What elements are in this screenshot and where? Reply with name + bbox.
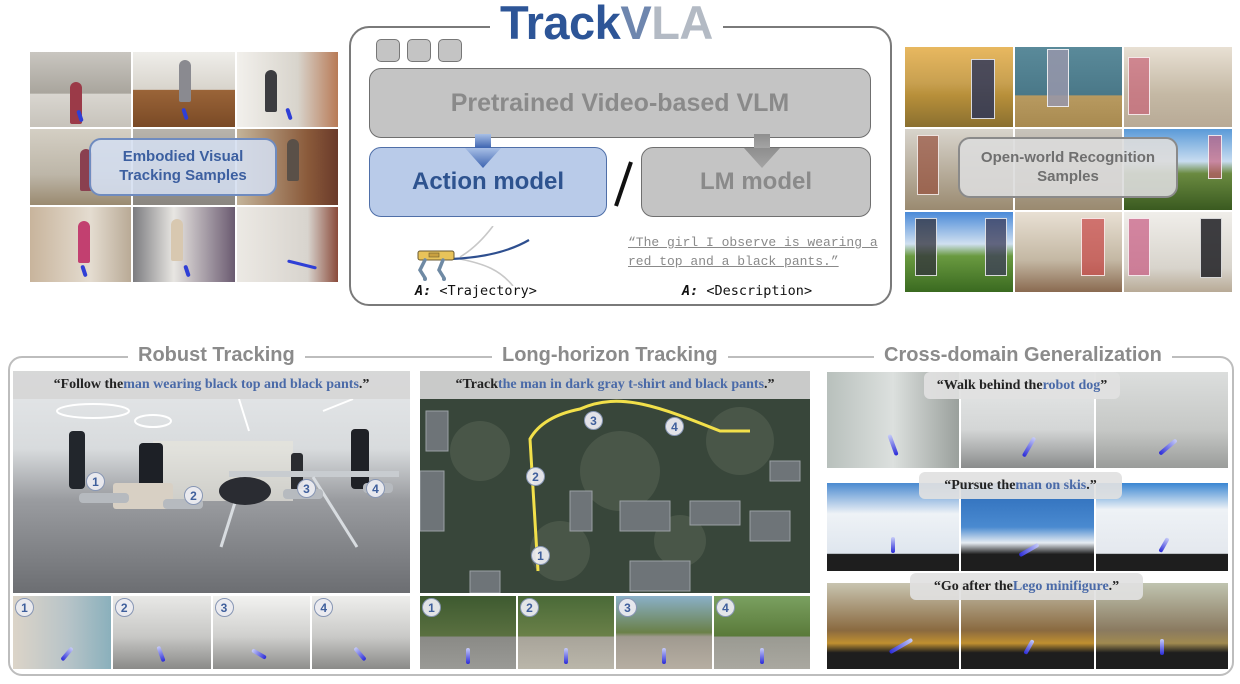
section-title-robust-tracking: Robust Tracking <box>128 344 305 367</box>
window-square-icon <box>376 39 400 62</box>
trajectory-output-label: A: <Trajectory> <box>415 283 537 299</box>
satellite-map <box>420 371 810 593</box>
robust-tracking-scene: “Follow the man wearing black top and bl… <box>13 371 410 593</box>
frame-badge: 4 <box>314 598 334 617</box>
title-part-v: V <box>620 0 652 49</box>
skier-instruction: “Pursue the man on skis.” <box>919 472 1122 499</box>
sample-tile <box>1014 47 1123 128</box>
window-square-icon <box>438 39 462 62</box>
frame-badge: 2 <box>114 598 134 617</box>
robot-dog-trajectory-icon <box>417 226 530 286</box>
marker-badge-1: 1 <box>86 472 105 491</box>
ego-frame: 2 <box>518 596 614 669</box>
waypoint-badge-1: 1 <box>531 546 550 565</box>
frame-badge: 2 <box>520 598 539 617</box>
ego-frame: 2 <box>112 596 211 669</box>
sample-tile <box>236 52 338 128</box>
sample-tile <box>30 206 132 282</box>
waypoint-badge-3: 3 <box>584 411 603 430</box>
sample-tile <box>1124 211 1232 292</box>
sample-tile <box>133 206 235 282</box>
sample-tile <box>1014 211 1123 292</box>
frame-badge: 3 <box>214 598 234 617</box>
robust-tracking-instruction: “Follow the man wearing black top and bl… <box>13 371 410 399</box>
ego-frame: 1 <box>420 596 516 669</box>
embodied-visual-tracking-label: Embodied Visual Tracking Samples <box>89 138 277 196</box>
window-square-icon <box>407 39 431 62</box>
marker-badge-2: 2 <box>184 486 203 505</box>
waypoint-badge-2: 2 <box>526 467 545 486</box>
marker-badge-3: 3 <box>297 479 316 498</box>
sample-tile <box>133 52 235 128</box>
ego-frame: 3 <box>212 596 311 669</box>
long-horizon-frames: 1 2 3 4 <box>420 596 810 669</box>
title-part-la: LA <box>651 0 713 49</box>
robot-dog-instruction: “Walk behind the robot dog” <box>924 372 1120 399</box>
ego-frame: 4 <box>312 596 410 669</box>
frame-badge: 4 <box>716 598 735 617</box>
pretrained-vlm-block: Pretrained Video-based VLM <box>369 68 871 138</box>
page-title: TrackVLA <box>490 0 723 50</box>
action-model-block: Action model <box>369 147 607 217</box>
sample-tile <box>30 52 132 128</box>
sample-tile <box>236 206 338 282</box>
long-horizon-instruction: “Track the man in dark gray t-shirt and … <box>420 371 810 399</box>
frame-badge: 1 <box>15 598 34 617</box>
ego-frame: 4 <box>714 596 810 669</box>
sample-tile <box>905 211 1013 292</box>
arrow-down-icon <box>744 134 780 168</box>
office-scene <box>56 398 399 548</box>
open-world-recognition-label: Open-world Recognition Samples <box>958 137 1178 198</box>
sample-tile <box>1124 47 1232 128</box>
lm-model-block: LM model <box>641 147 871 217</box>
frame-badge: 1 <box>422 598 441 617</box>
or-separator-icon <box>614 161 633 207</box>
section-title-cross-domain-generalization: Cross-domain Generalization <box>874 344 1172 367</box>
frame-badge: 3 <box>618 598 637 617</box>
description-output-label: A: <Description> <box>682 283 813 299</box>
sample-tile <box>905 47 1013 128</box>
title-part-track: Track <box>500 0 621 49</box>
lm-description-example: “The girl I observe is wearing a red top… <box>628 235 878 269</box>
robust-tracking-frames: 1 2 3 4 <box>13 596 410 669</box>
lego-instruction: “Go after the Lego minifigure.” <box>910 573 1143 600</box>
arrow-down-icon <box>465 134 501 168</box>
ego-frame: 3 <box>616 596 712 669</box>
marker-badge-4: 4 <box>366 479 385 498</box>
section-title-long-horizon-tracking: Long-horizon Tracking <box>492 344 728 367</box>
ego-frame: 1 <box>13 596 111 669</box>
waypoint-badge-4: 4 <box>665 417 684 436</box>
long-horizon-map: “Track the man in dark gray t-shirt and … <box>420 371 810 593</box>
